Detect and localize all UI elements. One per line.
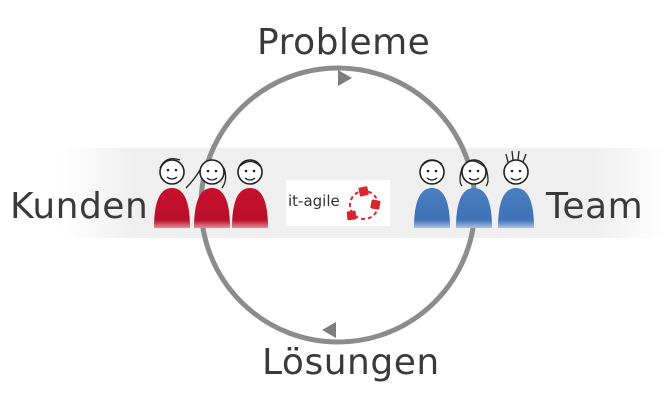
person-icon (498, 150, 534, 228)
person-icon (414, 159, 450, 228)
team-group (414, 150, 534, 228)
label-loesungen: Lösungen (262, 342, 440, 383)
cycle-arrow-icon (322, 322, 336, 338)
cycle-arrow-icon (338, 70, 352, 86)
person-icon (456, 159, 492, 228)
label-probleme: Probleme (257, 22, 431, 63)
label-team: Team (546, 186, 644, 227)
person-icon (185, 159, 230, 228)
customers-group (154, 157, 268, 228)
it-agile-logo-text: it-agile (288, 192, 340, 210)
label-kunden: Kunden (10, 186, 149, 227)
person-icon (232, 159, 268, 228)
it-agile-logo (286, 180, 390, 226)
person-icon (154, 157, 190, 228)
